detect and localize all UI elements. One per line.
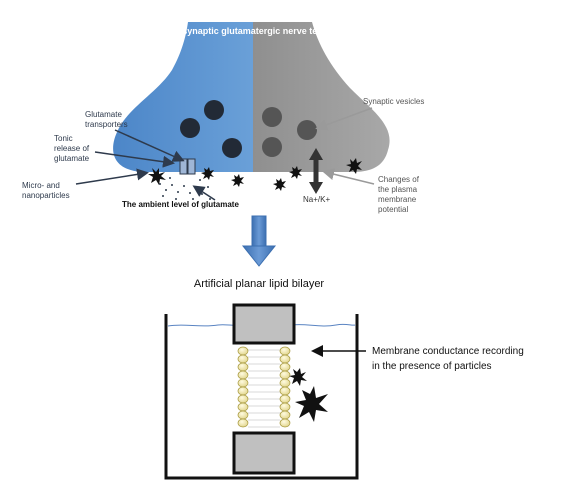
ambient-level-label: The ambient level of glutamate <box>122 200 239 209</box>
particle-icon <box>289 166 302 179</box>
ambient-pointer <box>192 185 216 201</box>
lipid-head-icon <box>279 354 291 364</box>
water-surface <box>167 323 356 327</box>
ion-flux-arrow <box>309 148 323 194</box>
vesicle-icon <box>262 137 282 157</box>
electrode-icon <box>232 431 296 475</box>
synaptic-vesicles-label: Synaptic vesicles <box>363 97 424 106</box>
lipid-heads-left <box>237 346 249 428</box>
tonic-release-label: Tonic release of glutamate <box>54 134 91 163</box>
lipid-head-icon <box>279 378 291 388</box>
lipid-head-icon <box>237 362 249 372</box>
lipid-head-icon <box>237 402 249 412</box>
potential-pointer <box>322 168 375 185</box>
lipid-head-icon <box>237 418 249 428</box>
vesicle-icon <box>297 120 317 140</box>
transporters-pointer <box>114 129 185 162</box>
lipid-heads-right <box>279 346 291 428</box>
membrane-potential-label: Changes of the plasma membrane potential <box>378 175 421 214</box>
terminal-left-half <box>113 22 253 172</box>
glutamate-dots <box>159 177 211 200</box>
down-arrow-icon <box>241 215 277 267</box>
lipid-head-icon <box>237 410 249 420</box>
lipid-head-icon <box>237 370 249 380</box>
particle-icon <box>201 167 214 180</box>
lipid-head-icon <box>237 394 249 404</box>
conductance-label: Membrane conductance recording in the pr… <box>372 346 527 372</box>
particle-icon <box>148 168 166 185</box>
transporter-icon <box>179 158 196 175</box>
vesicle-icon <box>222 138 242 158</box>
vesicle-icon <box>180 118 200 138</box>
particle-icon <box>231 174 244 187</box>
vesicles-pointer <box>315 107 373 131</box>
electrode-icon <box>232 303 296 345</box>
presynaptic-title: Presynaptic glutamatergic nerve terminal <box>168 26 345 36</box>
terminal-right-half <box>253 22 390 172</box>
lipid-tails <box>248 349 280 428</box>
particle-icon <box>295 386 328 422</box>
particle-icon <box>346 158 362 174</box>
particle-icon <box>273 178 286 191</box>
particles-label: Micro- and nanoparticles <box>22 181 70 200</box>
lipid-head-icon <box>279 346 291 356</box>
bilayer-title: Artificial planar lipid bilayer <box>194 278 325 290</box>
particles-pointer <box>75 168 149 185</box>
lipid-head-icon <box>279 394 291 404</box>
lipid-head-icon <box>279 386 291 396</box>
lipid-head-icon <box>237 378 249 388</box>
lipid-head-icon <box>237 346 249 356</box>
lipid-head-icon <box>237 386 249 396</box>
lipid-head-icon <box>279 418 291 428</box>
particle-icon <box>289 368 307 386</box>
lipid-head-icon <box>237 354 249 364</box>
vesicle-icon <box>204 100 224 120</box>
lipid-head-icon <box>279 402 291 412</box>
lipid-head-icon <box>279 410 291 420</box>
lipid-head-icon <box>279 370 291 380</box>
vesicle-icon <box>262 107 282 127</box>
bilayer-chamber <box>164 314 359 480</box>
lipid-head-icon <box>279 362 291 372</box>
glutamate-transporters-label: Glutamate transporters <box>85 110 128 129</box>
tonic-pointer <box>94 151 175 168</box>
ions-label: Na+/K+ <box>303 195 330 204</box>
